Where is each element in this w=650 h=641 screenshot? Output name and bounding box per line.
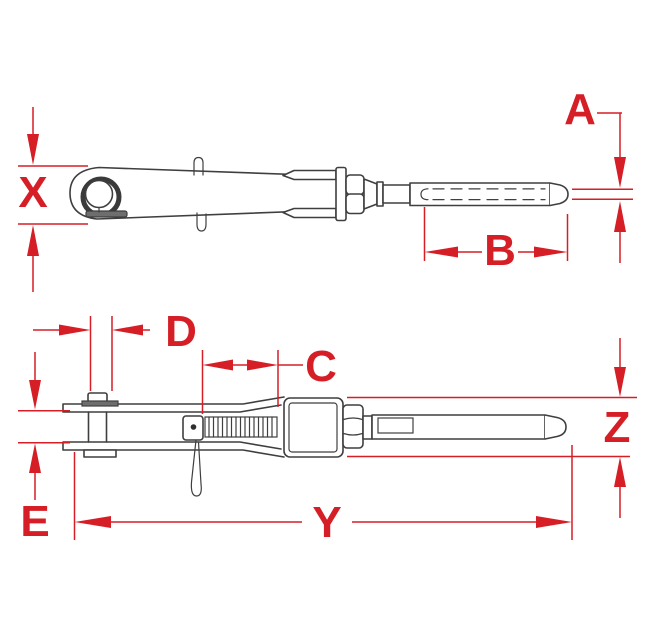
dim-label-x: X — [18, 168, 47, 217]
dimension-y: Y — [73, 445, 573, 547]
flange-plate — [335, 166, 347, 222]
dimension-z: Z — [347, 338, 637, 518]
dimension-a: A — [564, 85, 633, 263]
dim-label-e: E — [20, 497, 49, 546]
side-view-drawing — [62, 392, 567, 497]
swage-stud-tip — [549, 182, 569, 207]
cotter-loop-top — [193, 156, 204, 176]
collar — [376, 181, 384, 207]
dimension-e: E — [18, 352, 70, 546]
dimension-c: C — [201, 342, 337, 414]
hex-facet-lines — [342, 417, 364, 436]
dimension-b: B — [423, 207, 569, 275]
barrel-outer — [283, 397, 344, 458]
rib-fin-top — [282, 169, 337, 181]
swage-stud-side — [371, 414, 546, 440]
barrel-inner — [288, 402, 338, 453]
dim-label-z: Z — [604, 403, 631, 452]
dim-label-c: C — [305, 342, 337, 391]
dimension-x: X — [18, 107, 88, 292]
pin-head — [84, 179, 114, 209]
hex-nut-upper-face — [345, 174, 365, 196]
hidden-hole-end — [420, 188, 429, 201]
dimension-d: D — [33, 307, 197, 391]
dim-label-b: B — [484, 226, 516, 275]
cotter-legs-bottom — [196, 212, 207, 232]
stud-marking-box — [377, 417, 414, 434]
rib-fin-bottom — [282, 207, 337, 219]
stud-neck-side — [362, 415, 373, 440]
ring-bottom-bar — [85, 210, 128, 218]
dim-label-d: D — [165, 307, 197, 356]
dim-label-y: Y — [312, 498, 341, 547]
top-view-drawing — [69, 156, 569, 232]
lock-block-hole — [190, 424, 197, 430]
hex-nut-lower-face — [345, 193, 365, 215]
swage-stud-tip-side — [544, 414, 567, 440]
cotter-pin — [190, 439, 202, 497]
thread-hatching — [208, 416, 273, 438]
swage-stud-body — [409, 182, 551, 207]
dim-label-a: A — [564, 85, 596, 134]
stud-neck — [382, 184, 411, 204]
hex-nut-side — [342, 404, 364, 449]
taper-cone — [363, 178, 378, 210]
clevis-pin-washer — [81, 400, 119, 407]
clevis-pin-retainer — [83, 449, 117, 458]
